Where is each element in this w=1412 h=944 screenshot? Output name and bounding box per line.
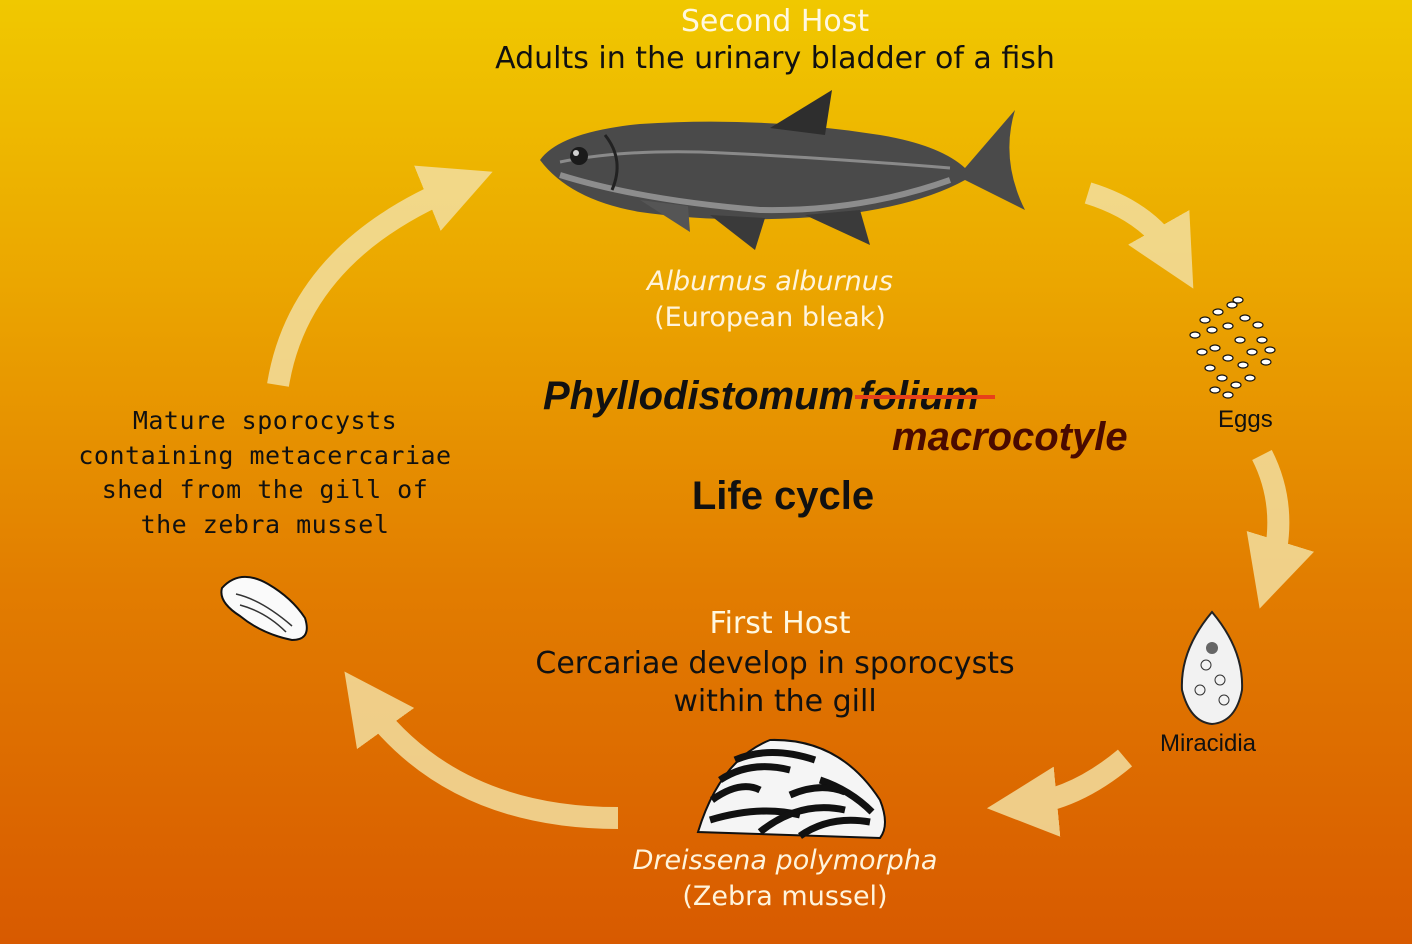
zebra-mussel-illustration: [698, 740, 885, 838]
diagram-subtitle: Life cycle: [600, 474, 966, 519]
diagram-title: Phyllodistomum folium: [543, 374, 979, 419]
second-host-species-latin: Alburnus alburnus: [647, 266, 893, 297]
first-host-description-line-2: within the gill: [480, 683, 1070, 721]
title-species-corrected: macrocotyle: [892, 415, 1128, 460]
second-host-species-common: (European bleak): [570, 300, 970, 336]
fish-illustration: [540, 90, 1025, 250]
arrow-fish-to-eggs: [1088, 193, 1176, 258]
second-host-species: Alburnus alburnus (European bleak): [570, 264, 970, 336]
first-host-description-line-1: Cercariae develop in sporocysts: [480, 645, 1070, 683]
arrow-eggs-to-miracidia: [1262, 455, 1278, 575]
stage-eggs-label: Eggs: [1218, 406, 1273, 434]
strike-line: [855, 395, 995, 399]
miracidium-icon: [1182, 612, 1242, 724]
second-host-description: Adults in the urinary bladder of a fish: [420, 40, 1130, 78]
arrow-sporocyst-to-fish: [278, 185, 460, 385]
first-host-species-common: (Zebra mussel): [560, 879, 1010, 915]
arrow-miracidia-to-mussel: [1022, 758, 1125, 805]
eggs-cluster-icon: [1190, 297, 1275, 398]
first-host-description: Cercariae develop in sporocysts within t…: [480, 645, 1070, 721]
first-host-species: Dreissena polymorpha (Zebra mussel): [560, 843, 1010, 915]
sporocyst-icon: [221, 577, 306, 640]
sporocysts-line-1: Mature sporocysts: [60, 404, 470, 439]
title-species-struck: folium: [859, 374, 979, 419]
sporocysts-line-4: the zebra mussel: [60, 508, 470, 543]
stage-miracidia-label: Miracidia: [1160, 730, 1256, 758]
title-genus: Phyllodistomum: [543, 374, 854, 418]
sporocysts-line-2: containing metacercariae: [60, 439, 470, 474]
second-host-heading: Second Host: [575, 4, 975, 40]
first-host-heading: First Host: [580, 606, 980, 642]
stage-sporocysts-text: Mature sporocysts containing metacercari…: [60, 404, 470, 542]
sporocysts-line-3: shed from the gill of: [60, 473, 470, 508]
first-host-species-latin: Dreissena polymorpha: [633, 845, 938, 876]
